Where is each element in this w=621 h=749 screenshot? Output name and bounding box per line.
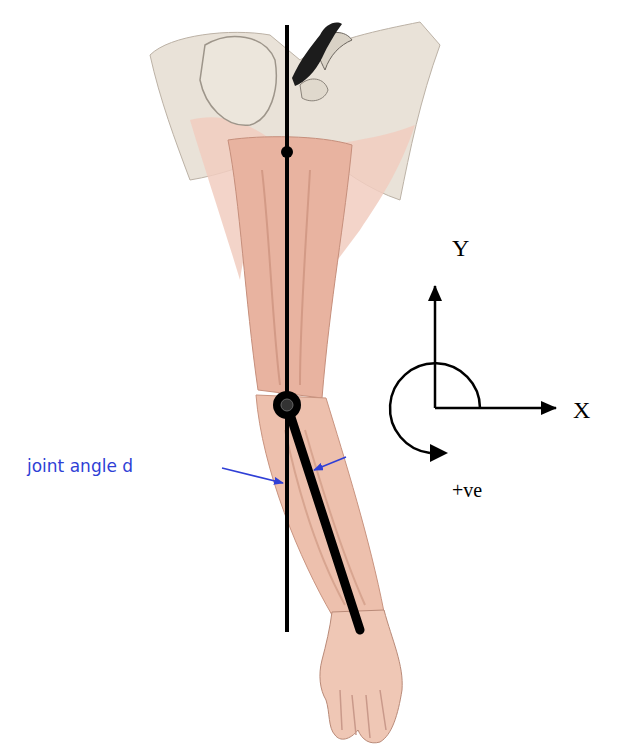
axis-label: Y xyxy=(452,236,469,260)
axis-label: X xyxy=(573,398,590,422)
direction-label: +ve xyxy=(452,480,482,500)
angle-label: joint angle d xyxy=(27,458,133,475)
